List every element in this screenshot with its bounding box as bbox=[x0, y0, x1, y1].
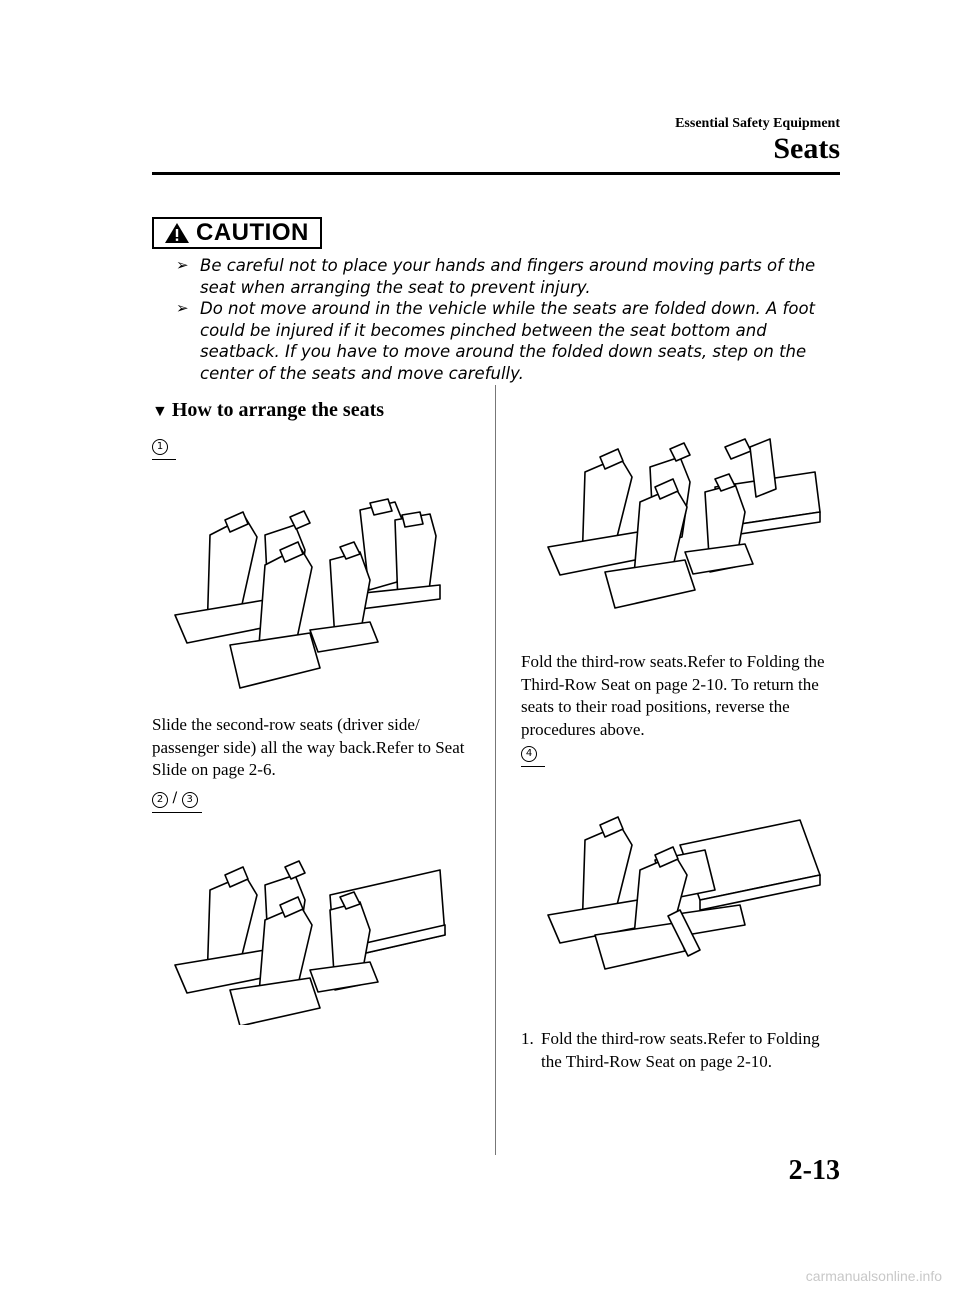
step1-paragraph: Slide the second-row seats (driver side/… bbox=[152, 715, 465, 779]
caution-text: Do not move around in the vehicle while … bbox=[200, 299, 816, 383]
step-number: 3 bbox=[181, 792, 198, 808]
header-section: Essential Safety Equipment bbox=[675, 116, 840, 131]
caution-item: ➢ Be careful not to place your hands and … bbox=[176, 255, 836, 298]
watermark: carmanualsonline.info bbox=[805, 1268, 942, 1284]
caution-label: CAUTION bbox=[196, 219, 309, 246]
caution-item: ➢ Do not move around in the vehicle while… bbox=[176, 298, 836, 384]
step-marker-4: 4 bbox=[521, 744, 545, 767]
warning-icon bbox=[165, 223, 189, 243]
figure-seats-step4 bbox=[540, 815, 830, 975]
step-marker-2-3: 2 / 3 bbox=[152, 790, 202, 813]
figure-seats-step3 bbox=[540, 432, 830, 612]
caution-list: ➢ Be careful not to place your hands and … bbox=[176, 255, 836, 384]
caution-box: CAUTION bbox=[152, 217, 322, 249]
header-rule bbox=[152, 172, 840, 175]
caution-text: Be careful not to place your hands and f… bbox=[200, 256, 816, 297]
step3-paragraph: Fold the third-row seats.Refer to Foldin… bbox=[521, 652, 825, 739]
step-number: 2 bbox=[152, 792, 168, 808]
section-heading-text: How to arrange the seats bbox=[171, 399, 385, 421]
numbered-list: 1. Fold the third-row seats.Refer to Fol… bbox=[521, 1028, 841, 1073]
arrow-bullet-icon: ➢ bbox=[176, 256, 189, 274]
page-title: Seats bbox=[773, 132, 840, 165]
arrow-bullet-icon: ➢ bbox=[176, 299, 189, 317]
figure-seats-step2-3 bbox=[170, 855, 450, 1025]
triangle-bullet-icon: ▼ bbox=[152, 403, 168, 420]
step-marker-1: 1 bbox=[152, 437, 176, 460]
section-heading: ▼How to arrange the seats bbox=[152, 399, 384, 422]
list-item-text: Fold the third-row seats.Refer to Foldin… bbox=[541, 1029, 820, 1071]
figure-seats-step1 bbox=[170, 495, 450, 695]
step-number: 1 bbox=[152, 439, 168, 455]
step-number: 4 bbox=[521, 746, 537, 762]
step-marker-separator: / bbox=[172, 790, 178, 806]
list-number: 1. bbox=[521, 1029, 534, 1048]
column-divider bbox=[495, 385, 496, 1155]
page-number: 2-13 bbox=[788, 1155, 840, 1186]
